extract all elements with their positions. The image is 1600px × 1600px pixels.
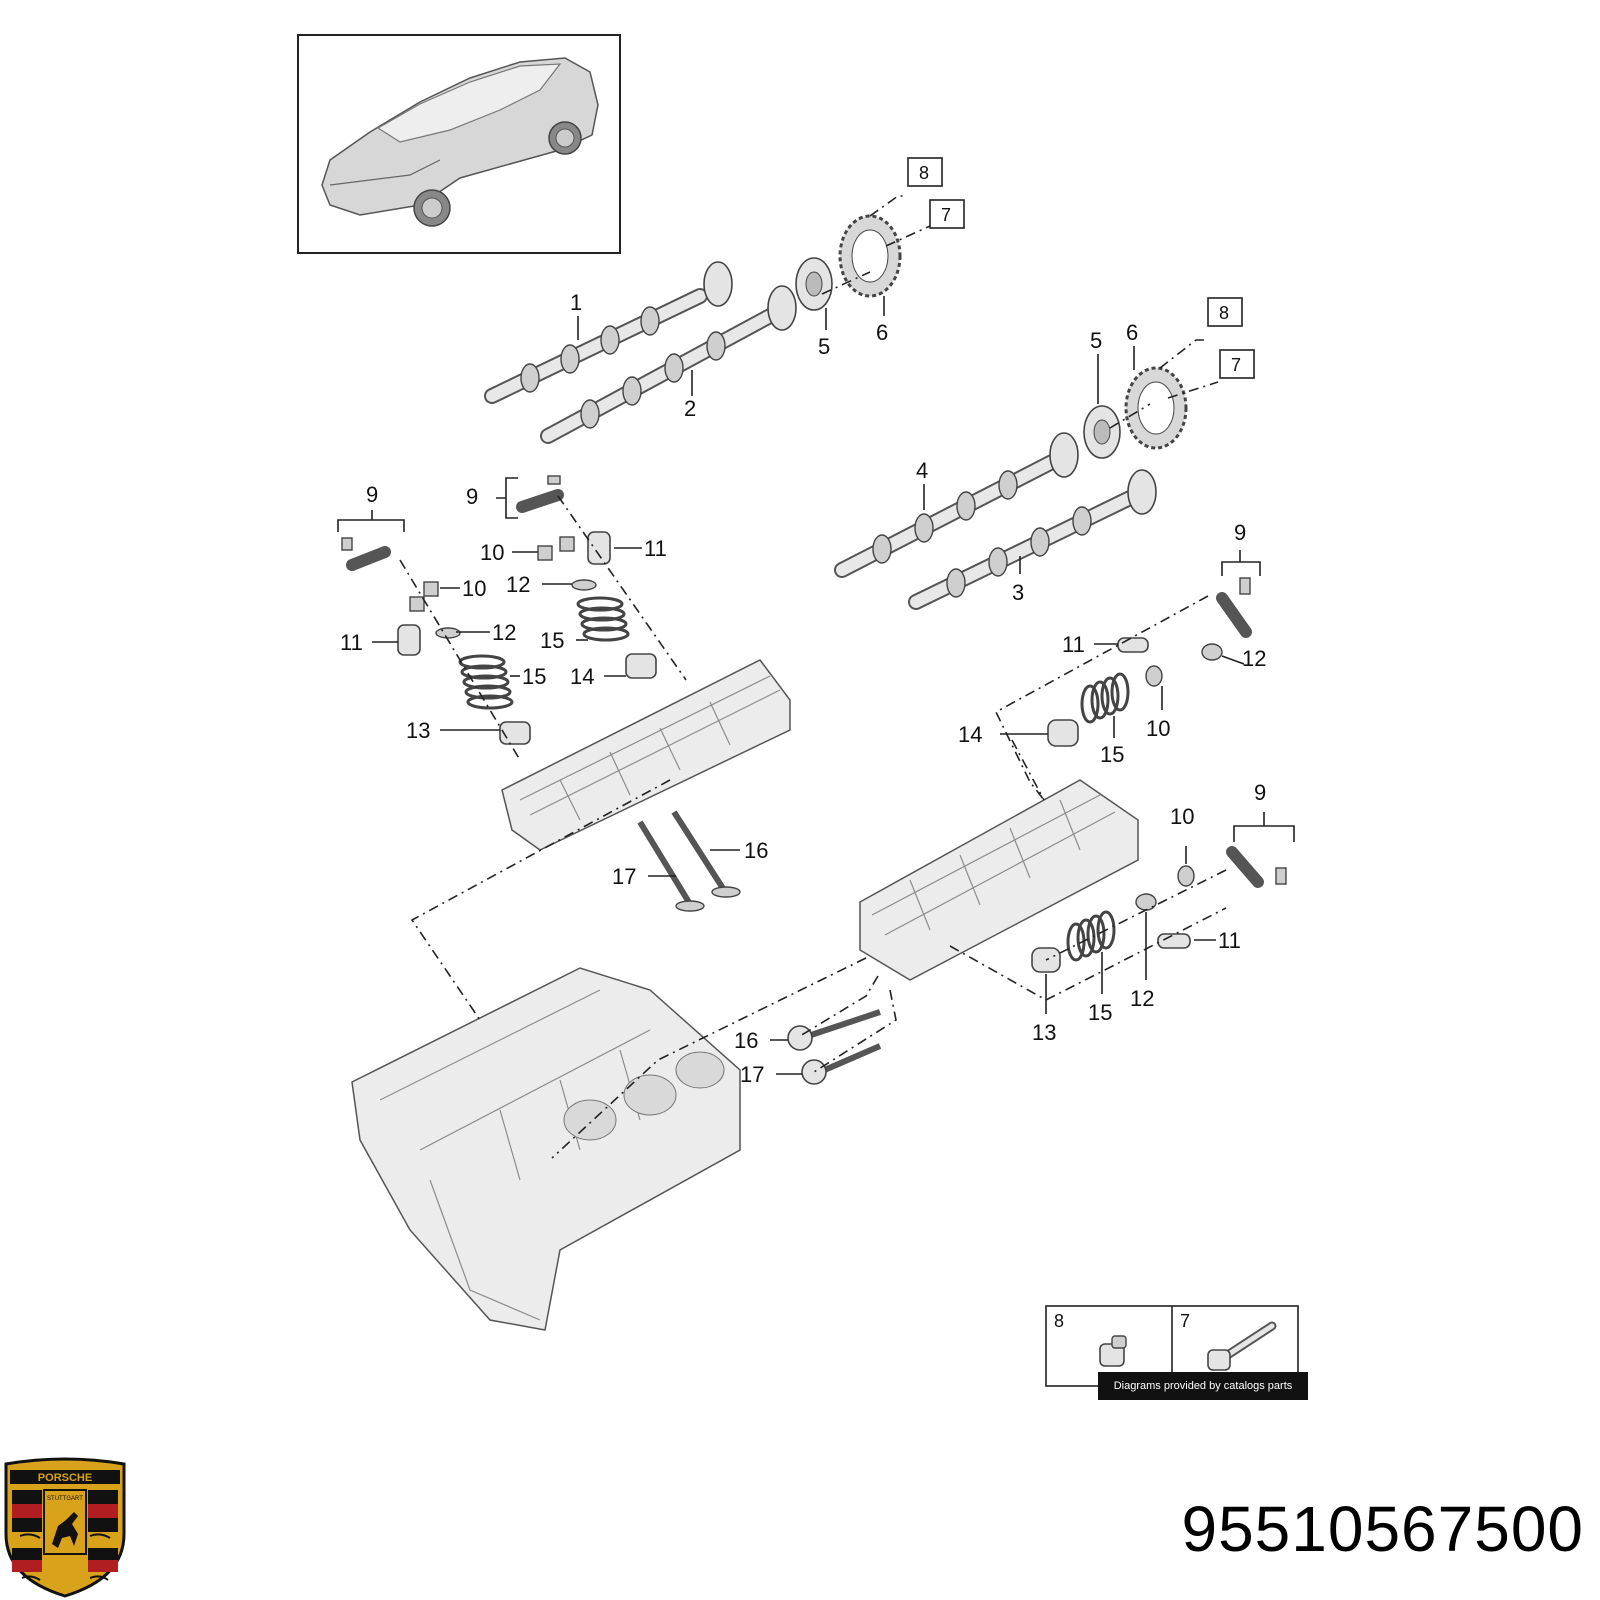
horse-icon xyxy=(52,1512,78,1548)
camshaft-2 xyxy=(540,285,797,444)
callout-13-left-a: 13 xyxy=(406,718,430,743)
diagram-credit: Diagrams provided by catalogs parts xyxy=(1098,1372,1308,1400)
callout-15-right-upper: 15 xyxy=(1100,742,1124,767)
callout-9-right-lower: 9 xyxy=(1254,780,1266,805)
callout-15-right-lower: 15 xyxy=(1088,1000,1112,1025)
callout-9-right-upper: 9 xyxy=(1234,520,1246,545)
vehicle-thumbnail xyxy=(297,34,621,254)
callout-9-left-b: 9 xyxy=(466,484,478,509)
callout-9-left-a: 9 xyxy=(366,482,378,507)
cam-adjuster-5-right xyxy=(1083,405,1121,459)
callout-11-right-upper: 11 xyxy=(1062,632,1085,657)
cylinder-head-left xyxy=(501,659,791,851)
porsche-crest-logo: PORSCHE STUTTGART xyxy=(4,1457,126,1598)
legend-label-8: 8 xyxy=(1054,1311,1064,1331)
callout-16-left: 16 xyxy=(744,838,768,863)
callout-5-right: 5 xyxy=(1090,328,1102,353)
callout-1: 1 xyxy=(570,290,582,315)
callout-17-lower: 17 xyxy=(740,1062,764,1087)
callout-12-left-b: 12 xyxy=(506,572,530,597)
callout-10-right-lower: 10 xyxy=(1170,804,1194,829)
callout-6-right: 6 xyxy=(1126,320,1138,345)
callout-14-right-upper: 14 xyxy=(958,722,982,747)
callout-2: 2 xyxy=(684,396,696,421)
bolt-7-icon xyxy=(1207,1321,1277,1371)
callout-6-upper: 6 xyxy=(876,320,888,345)
callout-4: 4 xyxy=(916,458,928,483)
sprocket-6-upper xyxy=(838,214,902,298)
callout-16-lower: 16 xyxy=(734,1028,758,1053)
legend-label-7: 7 xyxy=(1180,1311,1190,1331)
part-number: 95510567500 xyxy=(1181,1493,1584,1565)
engine-block xyxy=(351,967,741,1331)
callout-12-left-a: 12 xyxy=(492,620,516,645)
callout-10-left-a: 10 xyxy=(462,576,486,601)
boxed-8-right: 8 xyxy=(1219,303,1229,323)
callout-5-upper: 5 xyxy=(818,334,830,359)
callout-12-right-lower: 12 xyxy=(1130,986,1154,1011)
valvetrain-left-b xyxy=(516,475,657,679)
valves-16-17-lower xyxy=(787,1009,882,1085)
callout-11-left-b: 11 xyxy=(644,536,667,561)
cam-adjuster-5-upper xyxy=(795,257,833,311)
callout-15-left-b: 15 xyxy=(540,628,564,653)
callout-10-left-b: 10 xyxy=(480,540,504,565)
boxed-7-upper: 7 xyxy=(941,205,951,225)
callout-labels: 1 2 5 6 5 6 4 3 9 10 12 11 15 13 xyxy=(337,157,1295,1087)
callout-15-left-a: 15 xyxy=(522,664,546,689)
cylinder-head-right xyxy=(859,779,1139,981)
valvetrain-right-upper xyxy=(1047,577,1252,747)
callout-17-left: 17 xyxy=(612,864,636,889)
sprocket-6-right xyxy=(1124,366,1188,450)
valves-16-17-left xyxy=(637,810,741,912)
callout-3: 3 xyxy=(1012,580,1024,605)
callout-11-right-lower: 11 xyxy=(1218,928,1241,953)
callout-13-right-lower: 13 xyxy=(1032,1020,1056,1045)
boxed-7-right: 7 xyxy=(1231,355,1241,375)
callout-11-left-a: 11 xyxy=(340,630,363,655)
camshaft-4 xyxy=(834,432,1079,578)
callout-14-left-b: 14 xyxy=(570,664,594,689)
boxed-8-upper: 8 xyxy=(919,163,929,183)
valvetrain-right-lower xyxy=(1031,846,1287,973)
crest-brand-text: PORSCHE xyxy=(38,1472,92,1484)
callout-12-right-upper: 12 xyxy=(1242,646,1266,671)
camshaft-3 xyxy=(908,469,1157,610)
bolt-8-icon xyxy=(1099,1335,1127,1367)
valvetrain-left-a xyxy=(341,537,531,745)
camshaft-1 xyxy=(484,261,733,404)
callout-10-right-upper: 10 xyxy=(1146,716,1170,741)
crest-city-text: STUTTGART xyxy=(47,1496,83,1502)
